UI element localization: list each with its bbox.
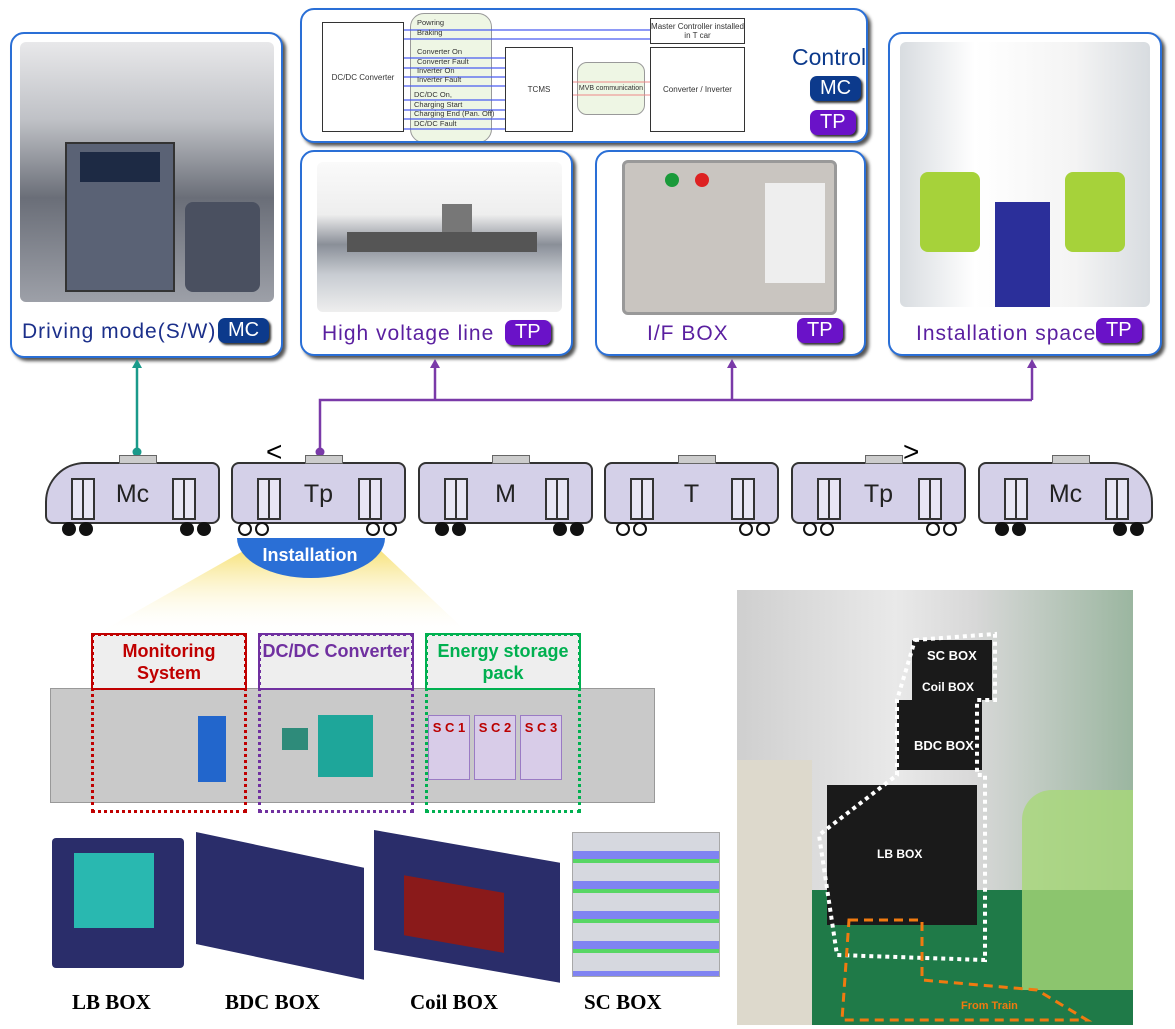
direction-left-arrow: < <box>266 436 283 467</box>
sc-box-image <box>572 832 720 977</box>
dcdc-board <box>282 728 308 750</box>
car-tp: Tp <box>231 455 406 536</box>
tp-badge: TP <box>505 320 551 345</box>
signal-label: DC/DC On, <box>414 90 452 99</box>
car-mc: Mc <box>45 455 220 536</box>
connector-lines <box>132 359 1037 457</box>
high-voltage-panel: High voltage line TP <box>300 150 573 356</box>
installation-label: Installation <box>262 545 358 565</box>
signal-label: Powring <box>417 18 445 27</box>
driving-mode-panel: Driving mode(S/W) MC <box>10 32 283 358</box>
monitoring-outline <box>91 633 247 813</box>
signal-label: Converter Fault <box>417 57 469 66</box>
train-interior-image <box>900 42 1150 307</box>
signal-label: Charging Start <box>414 100 463 109</box>
sc-module: S C 2 <box>474 715 516 780</box>
car-t: T <box>604 455 779 536</box>
photo-bdc-box-label: BDC BOX <box>914 738 974 753</box>
mvb-block: MVB communication <box>577 62 645 115</box>
if-box-label: I/F BOX <box>647 322 729 345</box>
master-controller-block: Master Controller installed in T car <box>650 18 745 44</box>
control-title: Control <box>792 44 867 70</box>
dcdc-block: DC/DC Converter <box>322 22 404 132</box>
car-m: M <box>418 455 593 536</box>
if-box-panel: I/F BOX TP <box>595 150 866 356</box>
monitoring-device <box>198 716 226 782</box>
dcdc-outline <box>258 633 414 813</box>
dcdc-device <box>318 715 373 777</box>
high-voltage-label: High voltage line <box>322 322 495 345</box>
bdc-box-image <box>196 832 364 980</box>
signal-label: Inverter On <box>417 66 455 75</box>
signal-label: Converter On <box>417 47 463 56</box>
mc-badge: MC <box>810 76 862 101</box>
tp-badge: TP <box>810 110 856 135</box>
installation-photo: SC BOX Coil BOX BDC BOX LB BOX From Trai… <box>737 590 1133 1025</box>
sc-module: S C 1 <box>428 715 470 780</box>
tp-badge: TP <box>1096 318 1142 343</box>
signal-label: DC/DC Fault <box>414 119 457 128</box>
coil-box-label: Coil BOX <box>410 990 499 1014</box>
bdc-box-label: BDC BOX <box>225 990 321 1014</box>
photo-coil-box-label: Coil BOX <box>922 680 975 694</box>
photo-lb-box-label: LB BOX <box>877 847 923 861</box>
driving-mode-label: Driving mode(S/W) <box>22 320 217 343</box>
monitoring-system-label: Monitoring System <box>91 633 247 690</box>
direction-right-arrow: > <box>903 436 920 467</box>
tp-badge: TP <box>797 318 843 343</box>
photo-from-train-label: From Train <box>961 1000 1018 1012</box>
if-box-image <box>622 160 837 315</box>
car-mc: Mc <box>978 455 1153 536</box>
tcms-block: TCMS <box>505 47 573 132</box>
signal-label: Charging End (Pan. Off) <box>414 109 495 118</box>
high-voltage-image <box>317 162 562 312</box>
installation-space-panel: Installation space TP <box>888 32 1162 356</box>
mc-badge: MC <box>218 318 270 343</box>
sc-box-label: SC BOX <box>584 990 662 1014</box>
installation-cone <box>95 538 470 635</box>
lb-box-label: LB BOX <box>72 990 151 1014</box>
control-panel: DC/DC Converter TCMS MVB communication M… <box>300 8 868 143</box>
energy-outline <box>425 633 581 813</box>
signal-label: Inverter Fault <box>417 75 462 84</box>
coil-box-image <box>374 830 560 983</box>
signal-label: Braking <box>417 28 443 37</box>
photo-sc-box-label: SC BOX <box>927 648 977 663</box>
signal-lines <box>404 29 650 130</box>
sc-module: S C 3 <box>520 715 562 780</box>
dcdc-converter-label: DC/DC Converter <box>258 633 414 690</box>
converter-inverter-block: Converter / Inverter <box>650 47 745 132</box>
lb-box-image <box>52 838 184 968</box>
cab-image <box>20 42 274 302</box>
installation-space-label: Installation space <box>916 322 1097 345</box>
car-tp: Tp <box>791 455 966 536</box>
